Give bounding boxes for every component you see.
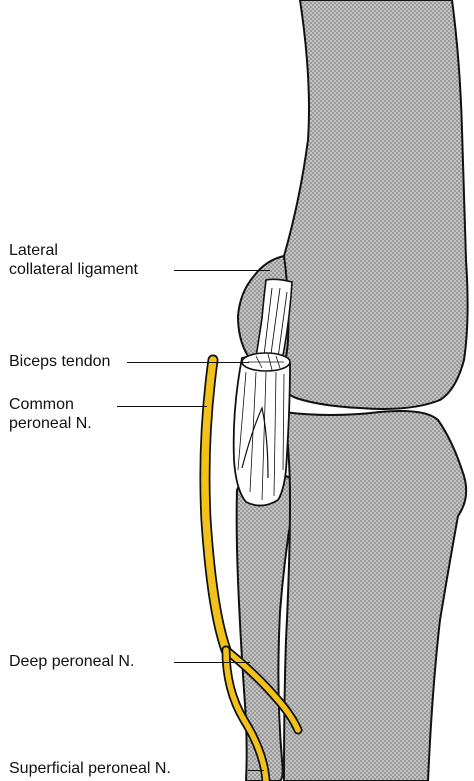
common-peroneal-nerve-leader — [117, 406, 207, 407]
biceps-tendon-label: Biceps tendon — [9, 352, 110, 371]
lateral-collateral-ligament-label: Lateral collateral ligament — [9, 241, 138, 279]
label-line: Common — [9, 395, 92, 414]
deep-peroneal-nerve-label: Deep peroneal N. — [9, 652, 134, 671]
label-line: Lateral — [9, 241, 138, 260]
superficial-peroneal-nerve-leader — [248, 770, 264, 771]
label-line: collateral ligament — [9, 260, 138, 279]
biceps-tendon-leader — [127, 362, 249, 363]
biceps-tendon — [234, 356, 290, 506]
label-line: peroneal N. — [9, 414, 92, 433]
deep-peroneal-nerve-leader — [174, 662, 250, 663]
common-peroneal-nerve-label: Common peroneal N. — [9, 395, 92, 433]
superficial-peroneal-nerve-label: Superficial peroneal N. — [9, 759, 171, 778]
tibia-bone — [284, 411, 466, 781]
lateral-collateral-ligament-leader — [174, 270, 270, 271]
